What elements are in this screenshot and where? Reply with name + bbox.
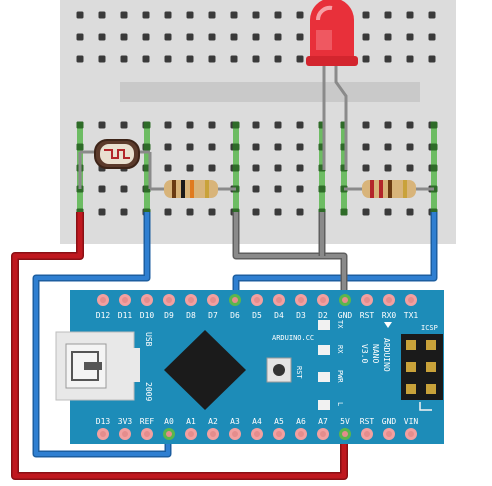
usb-pads bbox=[130, 348, 140, 382]
bottom-pin-label: GND bbox=[382, 417, 397, 426]
resistor-2 bbox=[344, 180, 434, 198]
bottom-pin-label: 3V3 bbox=[118, 417, 133, 426]
bottom-pin-header: D13 3V3 REF A0 A1 A2 A3 A4 A5 A6 A7 5V RST GND VIN bbox=[96, 417, 419, 440]
top-pin-label: D4 bbox=[274, 311, 284, 320]
breadboard-divider bbox=[120, 82, 420, 102]
bottom-pin-label: RST bbox=[360, 417, 375, 426]
brand-label: ARDUINO.CC bbox=[272, 334, 314, 342]
icsp-label: ICSP bbox=[421, 324, 438, 332]
year-label: 2009 bbox=[144, 382, 153, 401]
top-pin-label: RST bbox=[360, 311, 375, 320]
top-pin-label: D10 bbox=[140, 311, 155, 320]
led-label-tx: TX bbox=[336, 320, 344, 329]
top-pin-label: D7 bbox=[208, 311, 218, 320]
top-pin-label: D5 bbox=[252, 311, 262, 320]
bottom-pin-label: A4 bbox=[252, 417, 262, 426]
microcontroller-chip bbox=[164, 330, 246, 410]
wire-blue-gnd bbox=[232, 212, 438, 300]
model-line-3: V3.0 bbox=[360, 344, 369, 363]
wire-red-5v bbox=[11, 212, 348, 480]
usb-label: USB bbox=[144, 332, 153, 347]
led-label-l: L bbox=[336, 402, 344, 406]
top-pin-header: D12 D11 D10 D9 D8 D7 D6 D5 D4 D3 D2 GND RST RX0 TX1 bbox=[96, 294, 419, 320]
bottom-pin-label: VIN bbox=[404, 417, 419, 426]
red-led bbox=[306, 0, 358, 170]
bottom-pin-label: A7 bbox=[318, 417, 328, 426]
top-pin-label: TX1 bbox=[404, 311, 419, 320]
reset-button[interactable] bbox=[266, 357, 292, 383]
resistor-1 bbox=[150, 180, 236, 198]
rst-button-label: RST bbox=[295, 366, 303, 379]
bottom-pin-label: A2 bbox=[208, 417, 218, 426]
icsp-header bbox=[384, 322, 443, 411]
wire-blue-a0 bbox=[32, 212, 172, 458]
bottom-pin-label: A5 bbox=[274, 417, 284, 426]
photoresistor bbox=[78, 139, 152, 189]
top-pin-label: D6 bbox=[230, 311, 240, 320]
usb-connector bbox=[55, 331, 135, 401]
bottom-pin-label: 5V bbox=[340, 417, 350, 426]
top-pin-label: GND bbox=[338, 311, 353, 320]
model-line-2: NANO bbox=[371, 344, 380, 363]
bottom-pin-label: REF bbox=[140, 417, 155, 426]
bottom-pin-label: A0 bbox=[164, 417, 174, 426]
model-line-1: ARDUINO bbox=[382, 338, 391, 372]
status-leds bbox=[318, 320, 330, 410]
bottom-pin-label: A6 bbox=[296, 417, 306, 426]
top-pin-label: D2 bbox=[318, 311, 328, 320]
top-pin-label: D3 bbox=[296, 311, 306, 320]
top-pin-label: D8 bbox=[186, 311, 196, 320]
top-pin-label: D9 bbox=[164, 311, 174, 320]
top-pin-label: D11 bbox=[118, 311, 133, 320]
top-pin-label: RX0 bbox=[382, 311, 397, 320]
wire-gray-d6 bbox=[232, 212, 348, 300]
led-label-pwr: PWR bbox=[336, 370, 344, 383]
bottom-pin-label: A1 bbox=[186, 417, 196, 426]
top-pin-label: D12 bbox=[96, 311, 111, 320]
bottom-pin-label: A3 bbox=[230, 417, 240, 426]
bottom-pin-label: D13 bbox=[96, 417, 111, 426]
led-label-rx: RX bbox=[336, 345, 344, 354]
